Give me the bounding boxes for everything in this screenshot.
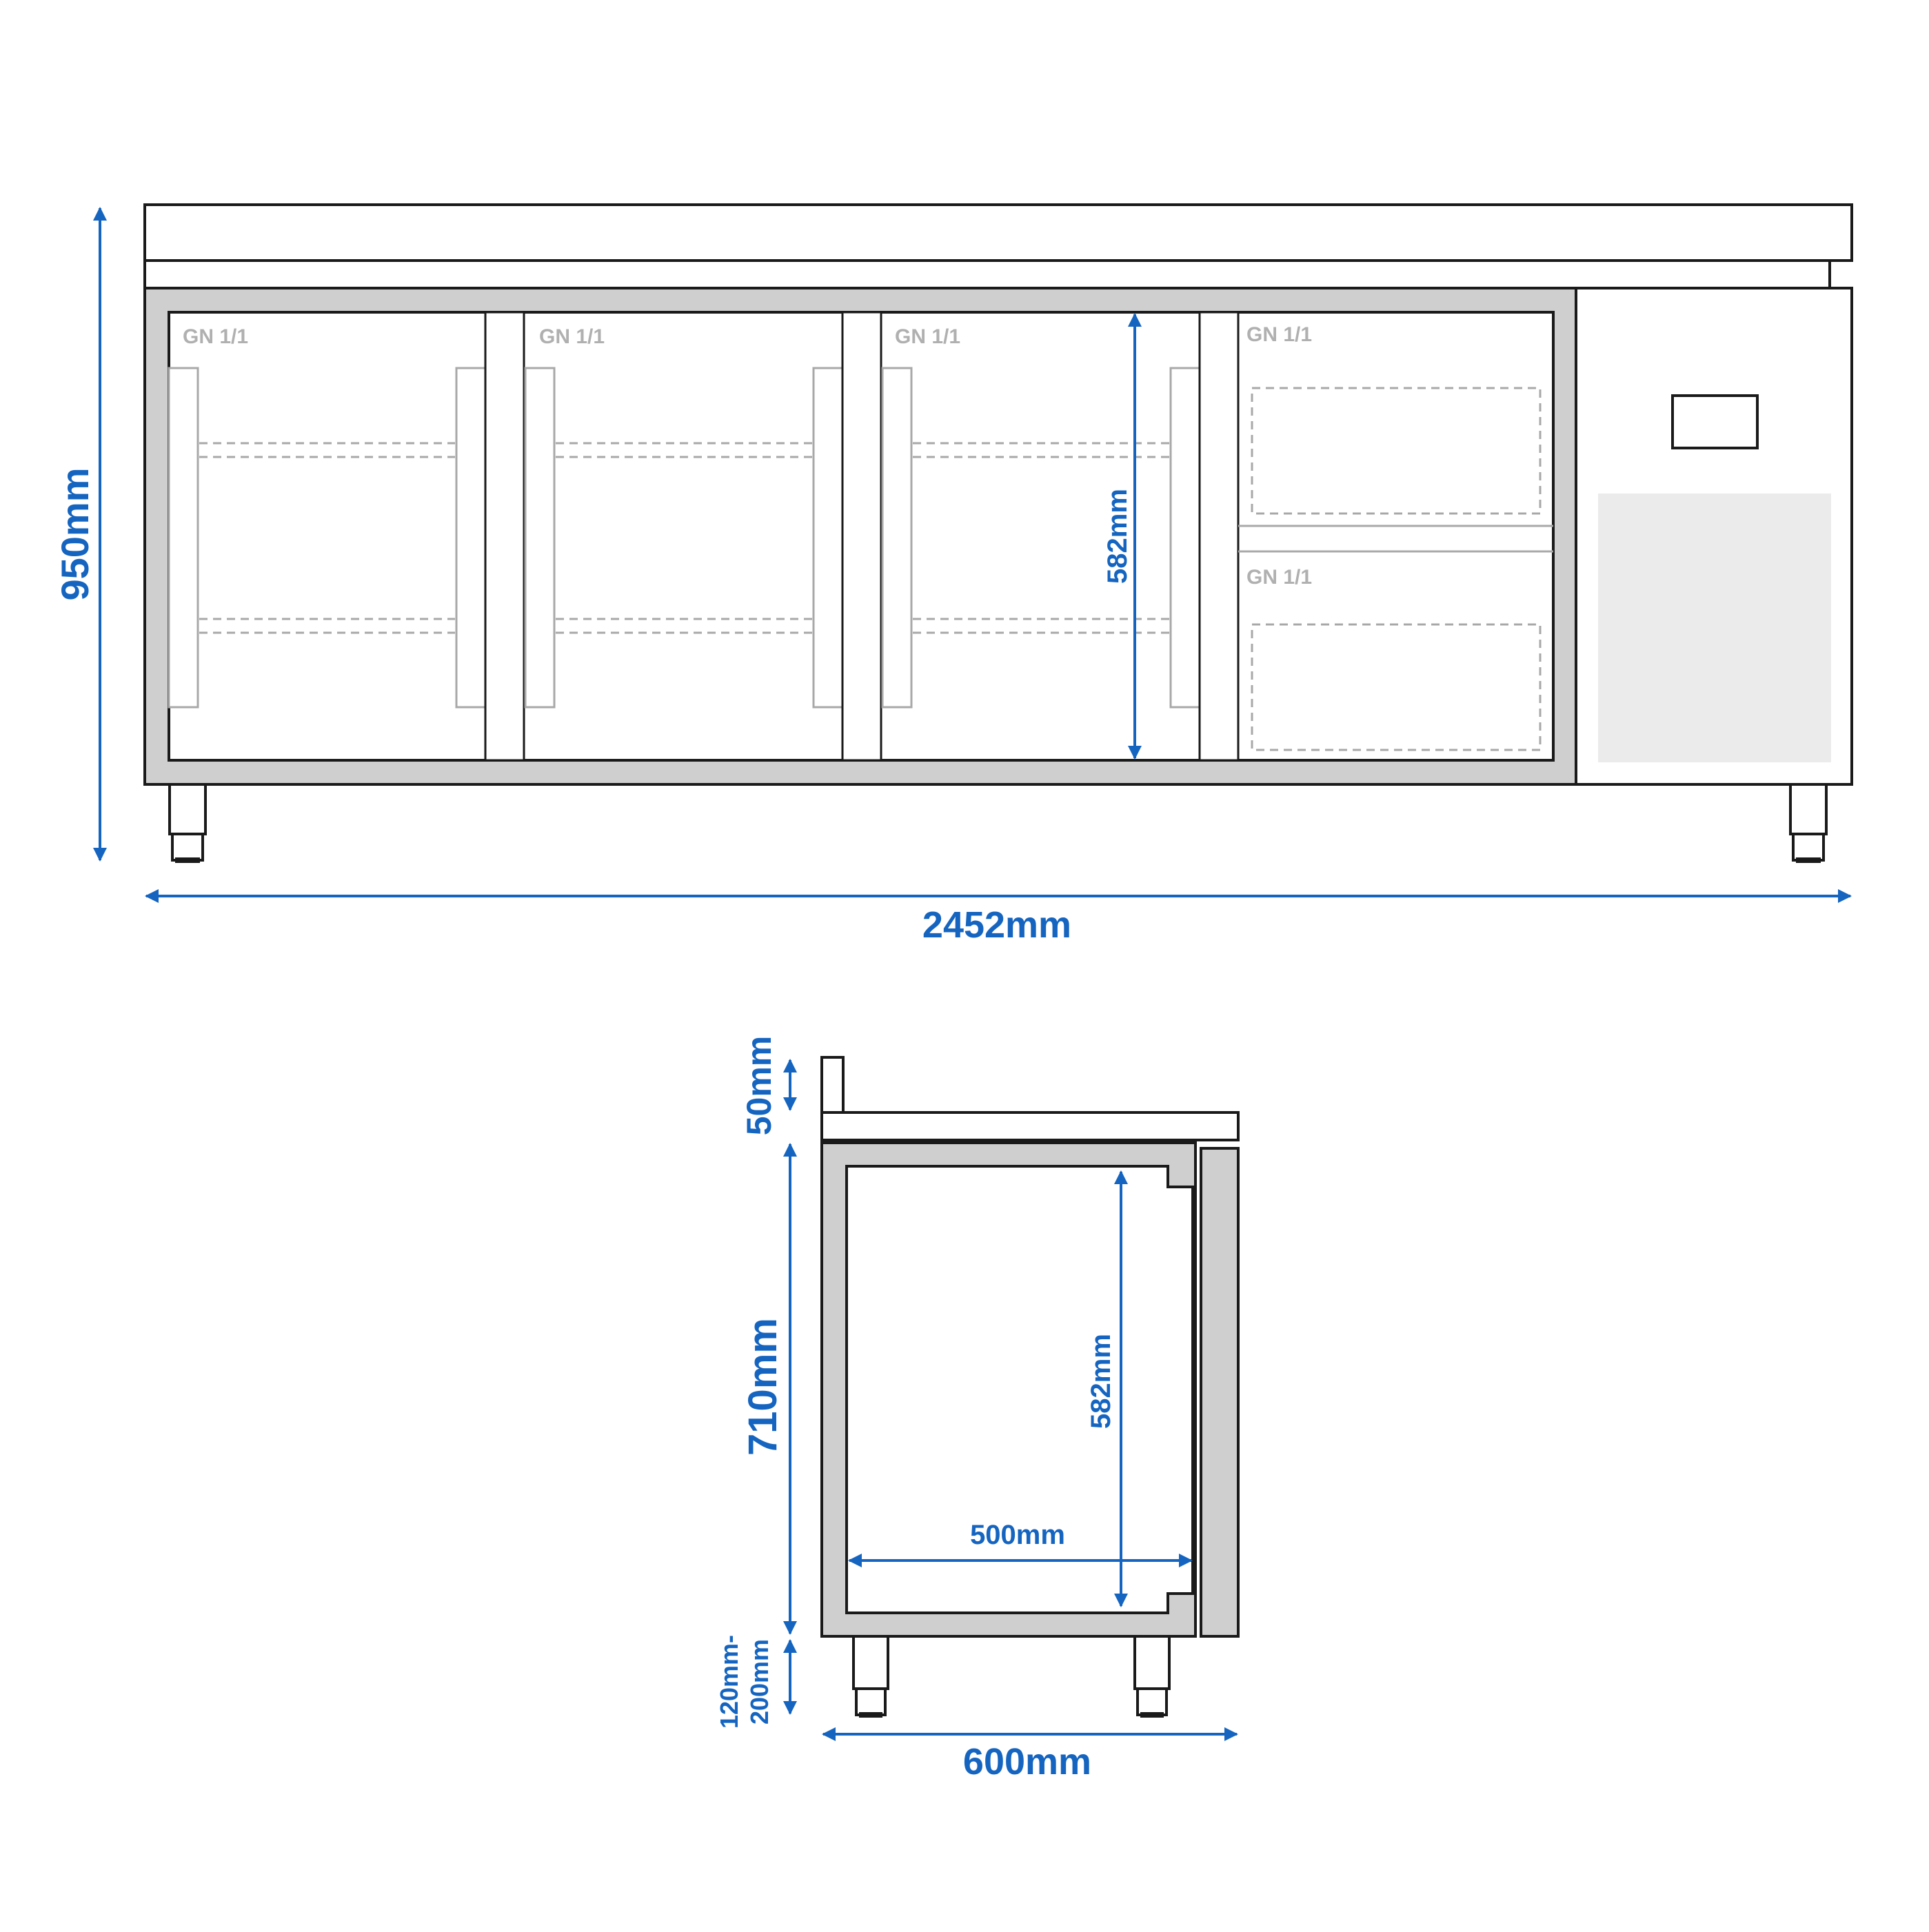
upstand-label: 50mm [740, 1036, 778, 1136]
leg-height-max-label: 200mm [745, 1639, 774, 1725]
upstand [820, 1056, 845, 1114]
width-label: 2452mm [922, 904, 1071, 946]
height-label: 950mm [53, 467, 97, 600]
leg-height-min-label: 120mm- [715, 1635, 743, 1729]
side-inner-height-label: 582mm [1086, 1334, 1116, 1429]
gn-label: GN 1/1 [1246, 323, 1312, 346]
door-handle [812, 367, 844, 709]
drawer-outline [1251, 623, 1542, 751]
door-handle [881, 367, 913, 709]
inner-height-label: 582mm [1102, 489, 1133, 584]
door-handle [1169, 367, 1201, 709]
dimension-inner-height: 582mm [1102, 313, 1142, 760]
gn-label: GN 1/1 [1246, 566, 1312, 589]
dimension-inner-height: 582mm [1086, 1170, 1128, 1607]
door-1 [168, 367, 487, 709]
compressor-panel [1598, 394, 1831, 762]
door-handle [524, 367, 556, 709]
worktop [143, 203, 1853, 262]
drawer-outline [1251, 387, 1542, 515]
leg [1789, 783, 1828, 863]
leg [168, 783, 207, 863]
leg [852, 1635, 889, 1718]
door-3 [881, 367, 1201, 709]
leg [1133, 1635, 1171, 1718]
inner-depth-label: 500mm [970, 1520, 1065, 1550]
dimension-depth: 600mm [822, 1727, 1238, 1782]
gn-label: GN 1/1 [183, 325, 248, 348]
worktop-lip [143, 259, 1831, 289]
door-handle [455, 367, 487, 709]
inner-cavity [845, 1165, 1194, 1614]
door-handle [168, 367, 199, 709]
dimension-inner-depth: 500mm [848, 1520, 1193, 1567]
dimension-body-height: 710mm [740, 1143, 797, 1635]
gn-label: GN 1/1 [895, 325, 960, 348]
side-view: 50mm 710mm 120mm- 200mm 582mm 500mm 600m… [715, 1036, 1240, 1782]
gn-label: GN 1/1 [539, 325, 605, 348]
mullion [841, 311, 882, 762]
side-door [1200, 1147, 1240, 1638]
side-worktop [820, 1111, 1240, 1141]
dimension-width: 2452mm [145, 889, 1852, 946]
control-display [1671, 394, 1759, 449]
dimension-height: 950mm [53, 207, 107, 862]
dimension-upstand: 50mm [740, 1036, 797, 1136]
mullion [1198, 311, 1240, 762]
mullion [484, 311, 525, 762]
depth-label: 600mm [963, 1741, 1091, 1782]
body-height-label: 710mm [740, 1318, 785, 1456]
front-view: GN 1/1 GN 1/1 GN 1/1 GN 1/1 GN 1/1 950mm [53, 203, 1853, 946]
door-2 [524, 367, 844, 709]
dimension-leg-height: 120mm- 200mm [715, 1635, 797, 1729]
drawer-section [1238, 387, 1553, 751]
ventilation-grille [1598, 494, 1831, 762]
